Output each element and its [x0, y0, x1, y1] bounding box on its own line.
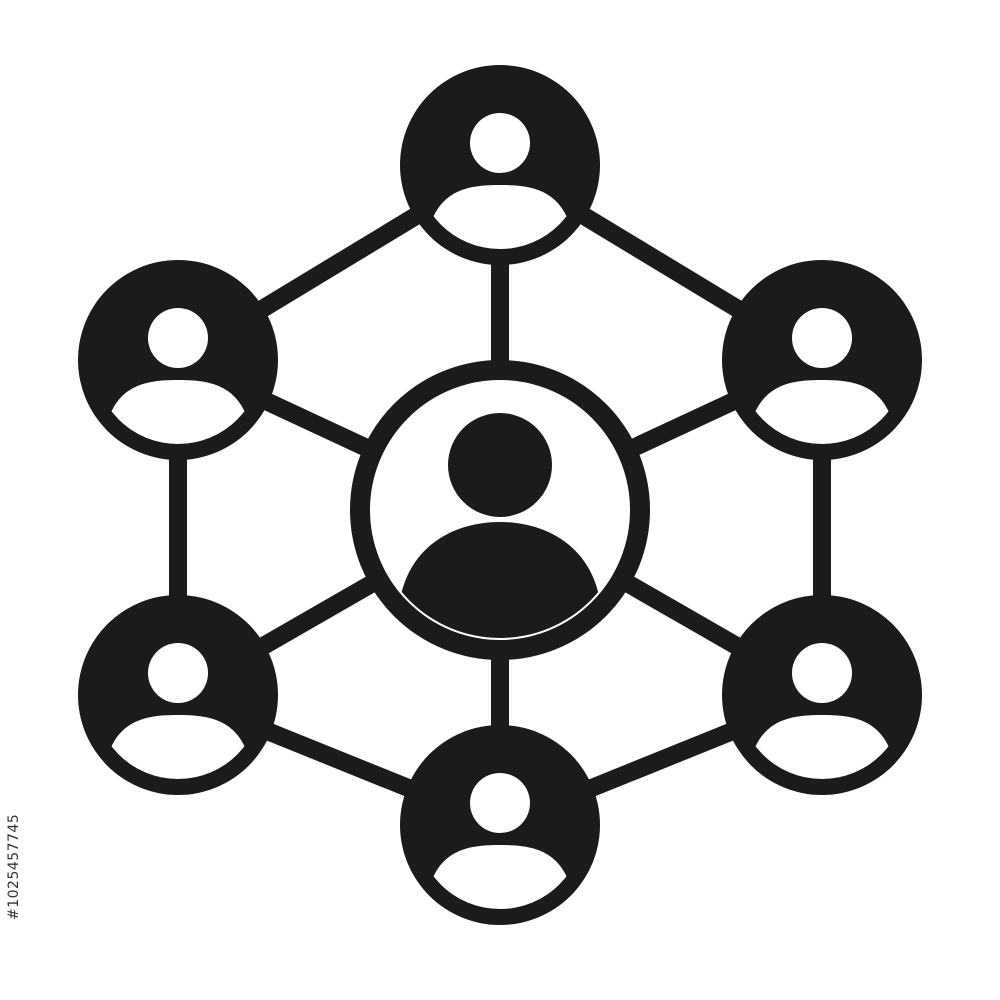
node-person-upper-right [722, 260, 922, 460]
outer-nodes [78, 65, 922, 925]
person-head [470, 773, 530, 833]
person-head [148, 308, 208, 368]
center-person-node [350, 360, 650, 660]
person-head [792, 643, 852, 703]
person-head [148, 643, 208, 703]
person-head [470, 113, 530, 173]
node-person-lower-left [78, 595, 278, 795]
center-person-head [448, 413, 552, 517]
center-person-body [372, 522, 628, 638]
person-body [738, 715, 906, 779]
stock-id-label: #1025457745 [6, 813, 22, 920]
person-head [792, 308, 852, 368]
person-body [94, 715, 262, 779]
node-person-upper-left [78, 260, 278, 460]
person-body [738, 380, 906, 444]
node-person-top [400, 65, 600, 265]
person-body [416, 185, 584, 249]
person-body [416, 845, 584, 909]
node-person-lower-right [722, 595, 922, 795]
person-body [94, 380, 262, 444]
node-person-bottom [400, 725, 600, 925]
